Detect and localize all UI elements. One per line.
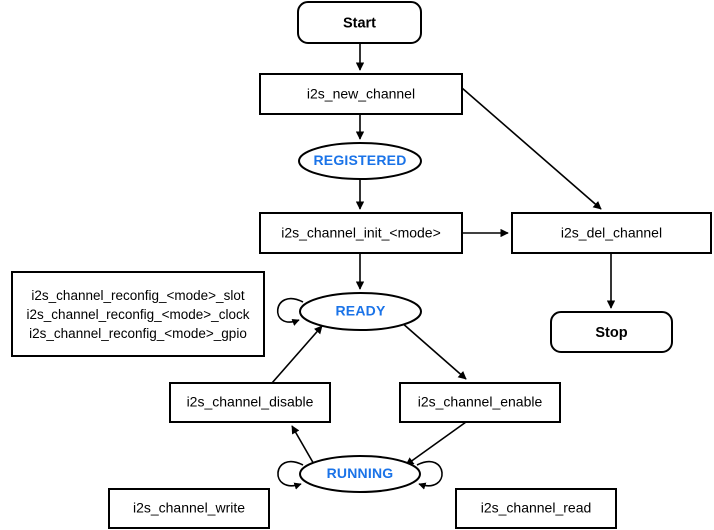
- reconfig-line-gpio: i2s_channel_reconfig_<mode>_gpio: [29, 326, 247, 341]
- edge-running-to-disable: [291, 425, 316, 467]
- del-channel-shape: [511, 212, 712, 254]
- node-state-running[interactable]: RUNNING: [299, 455, 421, 493]
- ready-shape: [299, 292, 422, 331]
- node-state-registered[interactable]: REGISTERED: [298, 142, 422, 180]
- ready-label: READY: [335, 303, 385, 319]
- new-channel-shape: [259, 73, 463, 115]
- edge-ready-to-enable: [400, 321, 467, 380]
- stop-shape: [550, 311, 673, 353]
- disable-shape: [169, 382, 331, 423]
- start-label: Start: [343, 15, 376, 31]
- edge-running-self-loop-write: [277, 460, 304, 490]
- node-i2s-del-channel[interactable]: i2s_del_channel: [511, 212, 712, 254]
- running-label: RUNNING: [327, 465, 394, 481]
- stop-label: Stop: [595, 325, 627, 341]
- start-shape: [297, 1, 422, 44]
- del-channel-label: i2s_del_channel: [561, 225, 662, 241]
- reconfig-shape: [11, 271, 265, 357]
- edge-ready-self-loop: [276, 297, 304, 326]
- node-i2s-channel-init[interactable]: i2s_channel_init_<mode>: [259, 212, 463, 254]
- running-shape: [299, 455, 421, 493]
- read-shape: [455, 488, 617, 529]
- reconfig-line-clock: i2s_channel_reconfig_<mode>_clock: [27, 307, 250, 322]
- node-state-ready[interactable]: READY: [299, 292, 422, 331]
- edge-new-channel-to-del-channel: [461, 87, 602, 210]
- edge-enable-to-running: [405, 421, 467, 466]
- write-shape: [108, 488, 270, 529]
- disable-label: i2s_channel_disable: [187, 394, 314, 410]
- node-i2s-new-channel[interactable]: i2s_new_channel: [259, 73, 463, 115]
- node-i2s-channel-write[interactable]: i2s_channel_write: [108, 488, 270, 529]
- enable-label: i2s_channel_enable: [418, 394, 543, 410]
- node-stop[interactable]: Stop: [550, 311, 673, 353]
- edge-disable-to-ready: [271, 325, 323, 384]
- node-layer: Start i2s_new_channel REGISTERED i2s_cha…: [11, 1, 712, 529]
- registered-label: REGISTERED: [313, 152, 406, 168]
- edge-layer: [271, 43, 616, 490]
- node-i2s-channel-reconfig[interactable]: i2s_channel_reconfig_<mode>_slot i2s_cha…: [11, 271, 265, 357]
- write-label: i2s_channel_write: [133, 500, 245, 516]
- registered-shape: [298, 142, 422, 180]
- node-start[interactable]: Start: [297, 1, 422, 44]
- init-shape: [259, 212, 463, 254]
- read-label: i2s_channel_read: [481, 500, 592, 516]
- new-channel-label: i2s_new_channel: [307, 86, 415, 102]
- node-i2s-channel-read[interactable]: i2s_channel_read: [455, 488, 617, 529]
- reconfig-line-slot: i2s_channel_reconfig_<mode>_slot: [31, 288, 244, 303]
- init-label: i2s_channel_init_<mode>: [281, 225, 441, 241]
- node-i2s-channel-enable[interactable]: i2s_channel_enable: [399, 382, 561, 423]
- enable-shape: [399, 382, 561, 423]
- node-i2s-channel-disable[interactable]: i2s_channel_disable: [169, 382, 331, 423]
- edge-running-self-loop-read: [416, 460, 443, 490]
